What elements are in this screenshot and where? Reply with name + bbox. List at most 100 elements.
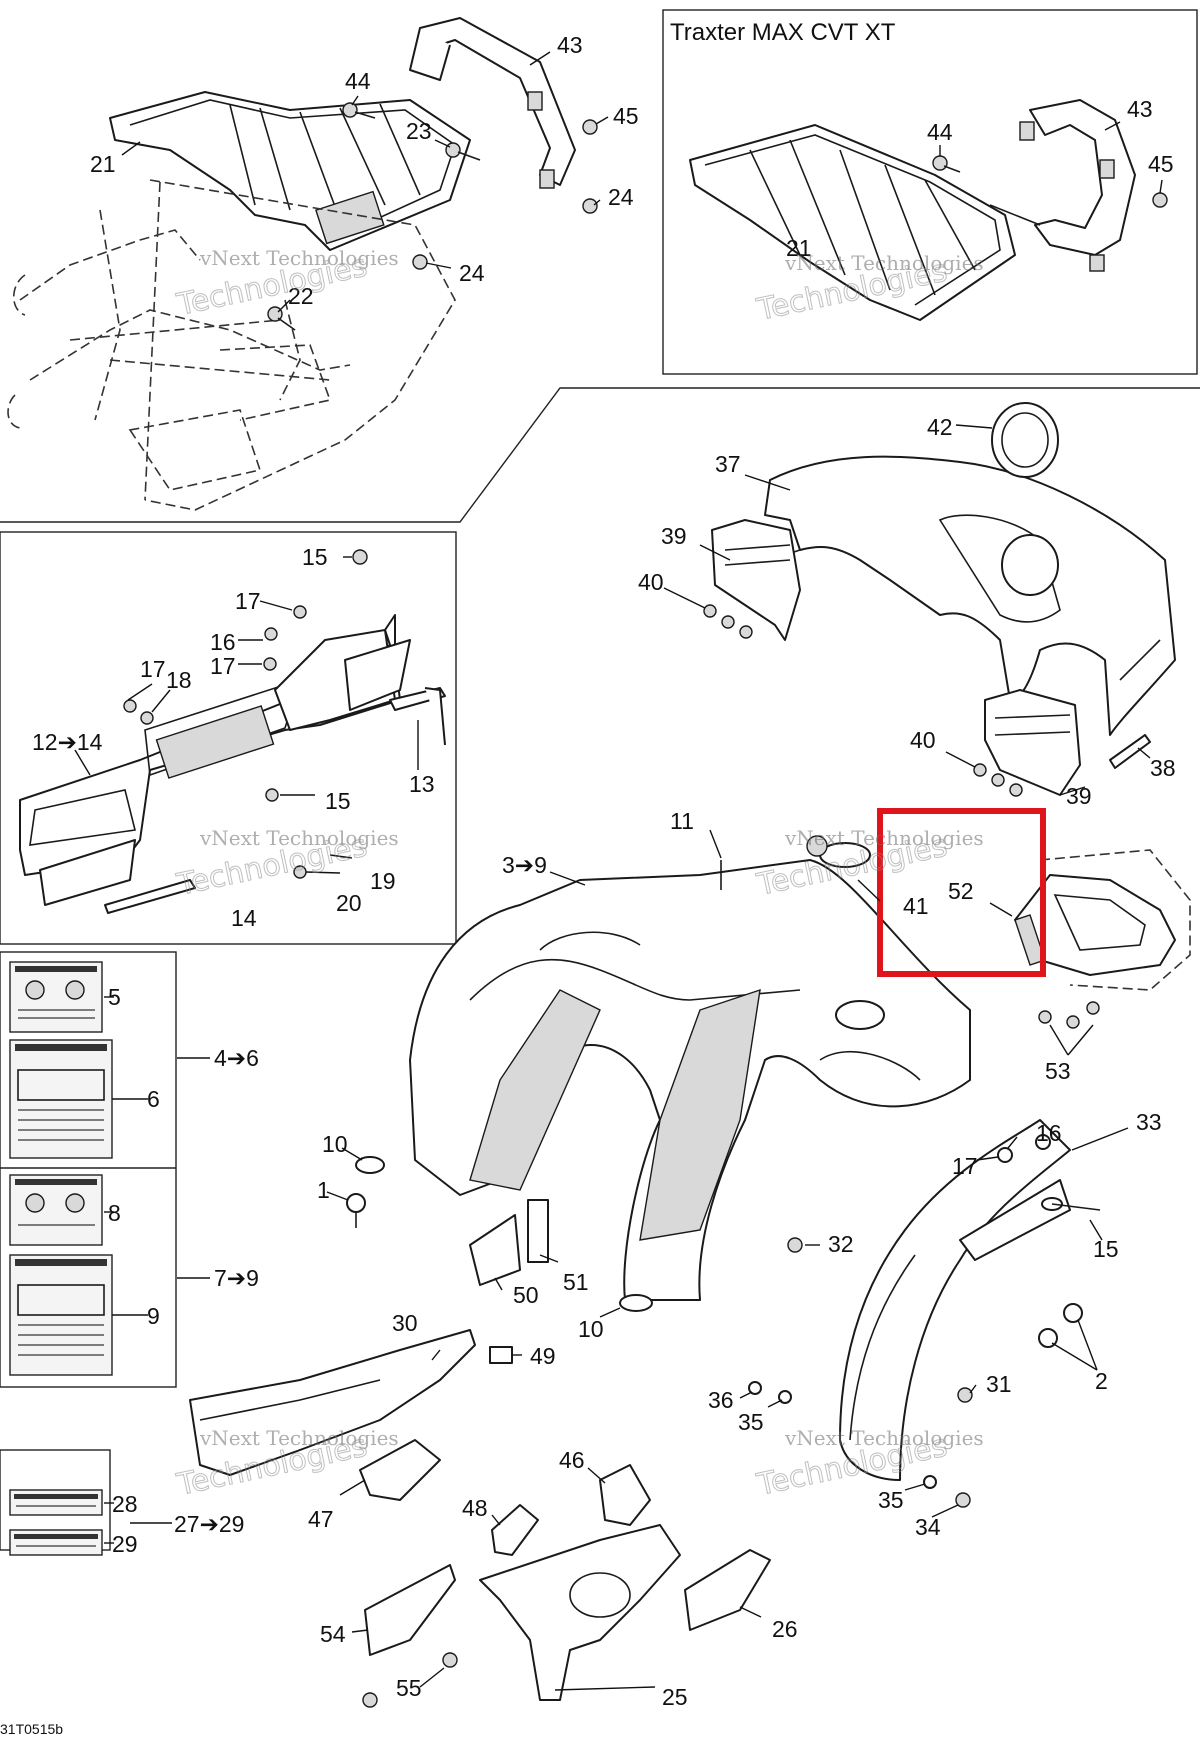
strip-14: [104, 879, 196, 914]
callout-51: 51: [563, 1269, 589, 1295]
callout-50: 50: [513, 1282, 539, 1308]
callout-54: 54: [320, 1621, 346, 1647]
callout-17: 17: [235, 588, 261, 614]
decal-5: [9, 961, 103, 1033]
clip-49: [489, 1346, 513, 1364]
front-fascia-12-14: [19, 614, 411, 906]
nuts-53: [1038, 1001, 1100, 1029]
panel-54: [364, 1564, 456, 1656]
decal-6: [9, 1039, 113, 1159]
callout-33: 33: [1136, 1109, 1162, 1135]
strip-13: [389, 687, 446, 746]
callout-29: 29: [112, 1531, 138, 1557]
vent-46: [599, 1464, 651, 1526]
ring-42: [991, 402, 1059, 478]
callout-35: 35: [738, 1409, 764, 1435]
callout-19: 19: [370, 868, 396, 894]
callout-24: 24: [608, 184, 634, 210]
callout-28: 28: [112, 1491, 138, 1517]
callout-22: 22: [288, 283, 314, 309]
callout-10: 10: [322, 1131, 348, 1157]
callout-55: 55: [396, 1675, 422, 1701]
callout-3-9: 3➔9: [502, 852, 547, 878]
strip-38: [1109, 734, 1151, 769]
callout-numbers: 43 44 45 23 21 24 24 22 43 44 45 21 42 3…: [32, 32, 1176, 1710]
vehicle-frame-dashed: [7, 179, 456, 511]
decal-9: [9, 1254, 113, 1376]
rear-fender-3-9: [409, 842, 971, 1301]
callout-24: 24: [459, 260, 485, 286]
rear-cover-37: [759, 455, 1176, 736]
callout-35: 35: [878, 1487, 904, 1513]
callout-34: 34: [915, 1514, 941, 1540]
watermark-text: vNext Technologies: [199, 246, 399, 270]
fender-flare-33: [839, 1119, 1101, 1481]
callout-40: 40: [910, 727, 936, 753]
callout-8: 8: [108, 1200, 121, 1226]
callout-15: 15: [325, 788, 351, 814]
callout-39: 39: [1066, 783, 1092, 809]
decal-29: [9, 1529, 103, 1556]
callout-2: 2: [1095, 1368, 1108, 1394]
callout-15: 15: [302, 544, 328, 570]
callout-18: 18: [166, 667, 192, 693]
vent-39-upper: [711, 519, 801, 641]
highlight-box-41-52: [877, 808, 1046, 977]
callout-41: 41: [903, 893, 929, 919]
callout-42: 42: [927, 414, 953, 440]
callout-21: 21: [786, 235, 812, 261]
callout-12-14: 12➔14: [32, 729, 103, 755]
callout-14: 14: [231, 905, 257, 931]
panel-25: [479, 1524, 681, 1701]
callout-49: 49: [530, 1343, 556, 1369]
decal-28: [9, 1489, 103, 1516]
callout-46: 46: [559, 1447, 585, 1473]
callout-39: 39: [661, 523, 687, 549]
small-parts-fender: [346, 835, 828, 1312]
vent-48: [491, 1504, 539, 1556]
fasteners-top-left: [267, 102, 598, 331]
callout-45: 45: [1148, 151, 1174, 177]
callout-1: 1: [317, 1177, 330, 1203]
callout-40: 40: [638, 569, 664, 595]
inset-fasteners: [932, 155, 1168, 208]
watermark-text: vNext Technologies: [199, 826, 399, 850]
callout-10: 10: [578, 1316, 604, 1342]
decal-8: [9, 1174, 103, 1246]
storage-box-52: [1014, 849, 1191, 991]
callout-44: 44: [927, 119, 953, 145]
callout-7-9: 7➔9: [214, 1265, 259, 1291]
callout-20: 20: [336, 890, 362, 916]
callout-11: 11: [670, 808, 694, 834]
callout-5: 5: [108, 984, 121, 1010]
inset-box-traxter-max: [662, 9, 1198, 375]
drawing-code: 31T0515b: [0, 1721, 63, 1737]
callout-45: 45: [613, 103, 639, 129]
callout-16: 16: [1036, 1120, 1062, 1146]
panel-26: [684, 1549, 771, 1631]
callout-21: 21: [90, 151, 116, 177]
callout-37: 37: [715, 451, 741, 477]
inset-rack-21: [689, 124, 1016, 321]
callout-16: 16: [210, 629, 236, 655]
section-divider-top: [0, 387, 1200, 523]
callout-53: 53: [1045, 1058, 1071, 1084]
callout-13: 13: [409, 771, 435, 797]
callout-17: 17: [952, 1153, 978, 1179]
callout-6: 6: [147, 1086, 160, 1112]
watermark-text: vNext Technologies: [784, 1426, 984, 1450]
callout-26: 26: [772, 1616, 798, 1642]
backrest-43: [409, 17, 576, 189]
callout-9: 9: [147, 1303, 160, 1329]
front-fascia-panel: [0, 531, 457, 945]
leader-lines: [74, 51, 1163, 1691]
inset-backrest-43: [989, 99, 1136, 272]
callout-47: 47: [308, 1506, 334, 1532]
vent-47: [359, 1439, 441, 1501]
callout-30: 30: [392, 1310, 418, 1336]
callout-38: 38: [1150, 755, 1176, 781]
callout-17: 17: [210, 653, 236, 679]
fasteners-bottom: [362, 1652, 458, 1708]
